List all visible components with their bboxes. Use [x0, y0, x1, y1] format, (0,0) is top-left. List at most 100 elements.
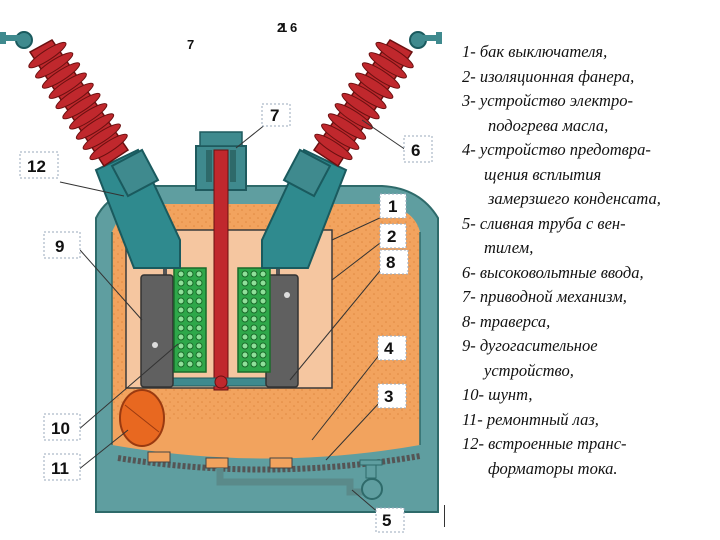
separator [444, 505, 445, 527]
bushing-skirt [41, 62, 81, 89]
shunt-dot [186, 297, 194, 305]
callout-1: 1 [388, 197, 397, 216]
bushing-skirt [314, 133, 353, 161]
shunt-dot [186, 324, 194, 332]
bushing-right [261, 31, 442, 269]
bushing-skirt [368, 52, 407, 79]
bushing-skirt [82, 123, 121, 150]
bushing-skirt [348, 82, 387, 110]
bushing-skirt [334, 103, 373, 130]
bushing-left [0, 31, 181, 269]
shunt-dot [177, 351, 185, 359]
bushing-skirt [375, 41, 414, 69]
arc-chute-left [140, 274, 174, 388]
shunt-dot [241, 279, 249, 287]
bushing-skirt [89, 133, 128, 161]
callout-8: 8 [386, 253, 395, 272]
shunt-dot [241, 315, 249, 323]
shunt-dot [250, 270, 258, 278]
arc-chute-right [265, 274, 299, 388]
shunt-dot [259, 342, 267, 350]
top-label-1: 1 [280, 20, 288, 35]
shunt-dot [241, 324, 249, 332]
shunt-dot [177, 342, 185, 350]
bushing-skirt [321, 123, 360, 150]
callout-6: 6 [411, 141, 420, 160]
legend-item: 1- бак выключателя, [462, 42, 608, 61]
callout-7: 7 [270, 106, 279, 125]
shunt-dot [259, 324, 267, 332]
shunt-dot [195, 333, 203, 341]
legend-item: 7- приводной механизм, [462, 287, 627, 306]
drain-pipe [216, 468, 380, 496]
shunt-dot [241, 306, 249, 314]
shunt-dot [195, 297, 203, 305]
shunt-dot [259, 279, 267, 287]
shunt-dot [195, 324, 203, 332]
shunt-dot [259, 351, 267, 359]
shunt-dot [259, 306, 267, 314]
legend-item: 5- сливная труба с вен-тилем, [462, 213, 626, 258]
legend-item: 11- ремонтный лаз, [462, 409, 599, 429]
shunt-dot [241, 288, 249, 296]
shunt-dot [259, 333, 267, 341]
bushing-skirt [361, 62, 401, 89]
shunt-dot [241, 342, 249, 350]
shunt-dot [186, 288, 194, 296]
shunt-dot [195, 315, 203, 323]
bushing-skirt [48, 72, 87, 99]
callout-11: 11 [51, 459, 69, 478]
callout-3: 3 [384, 387, 393, 406]
shunt-dot [177, 324, 185, 332]
bushing-skirt [28, 41, 67, 69]
shunt-dot [250, 315, 258, 323]
shunt-dot [177, 306, 185, 314]
shunt-dot [259, 288, 267, 296]
bushing-skirt [62, 92, 101, 120]
shunt-dot [177, 279, 185, 287]
legend-item: 3- устройство электро-подогрева масла, [462, 91, 633, 135]
callout-2: 2 [387, 227, 396, 246]
bushing-skirt [35, 52, 74, 79]
shunt-dot [241, 333, 249, 341]
shunt-dot [250, 342, 258, 350]
bushing-skirt [69, 103, 108, 130]
top-label-2: 2 [277, 20, 285, 35]
legend-item: 10- шунт, [462, 385, 533, 404]
shunt-dot [250, 324, 258, 332]
shunt-dot [259, 297, 267, 305]
bushing-skirt [75, 113, 115, 140]
shunt-dot [186, 333, 194, 341]
legend-item: 12- встроенные транс-форматоры тока. [462, 434, 627, 478]
shunt-dot [195, 306, 203, 314]
shunt-dot [186, 351, 194, 359]
shunt-dot [177, 333, 185, 341]
shunt-dot [186, 315, 194, 323]
shunt-dot [241, 297, 249, 305]
shunt-dot [177, 360, 185, 368]
bushing-skirt [327, 113, 367, 140]
shunt-dot [250, 288, 258, 296]
shunt-dot [177, 270, 185, 278]
shunt-dot [250, 360, 258, 368]
bushing-skirt [355, 72, 394, 99]
heater [117, 453, 421, 473]
shunt-dot [195, 270, 203, 278]
shunt-dot [250, 351, 258, 359]
shunt-dot [186, 306, 194, 314]
shunt-dot [177, 297, 185, 305]
callout-9: 9 [55, 237, 64, 256]
shunt-dot [259, 270, 267, 278]
shunt-dot [195, 288, 203, 296]
shunt-dot [250, 333, 258, 341]
legend-item: 6- высоковольтные ввода, [462, 262, 644, 282]
shunt-dot [177, 288, 185, 296]
shunt-dot [195, 360, 203, 368]
shunt-dot [259, 360, 267, 368]
top-label-7: 7 [187, 37, 195, 52]
callouts: 7 6 12 1 2 8 9 4 3 10 11 5 [19, 103, 433, 533]
shunt-dot [186, 270, 194, 278]
